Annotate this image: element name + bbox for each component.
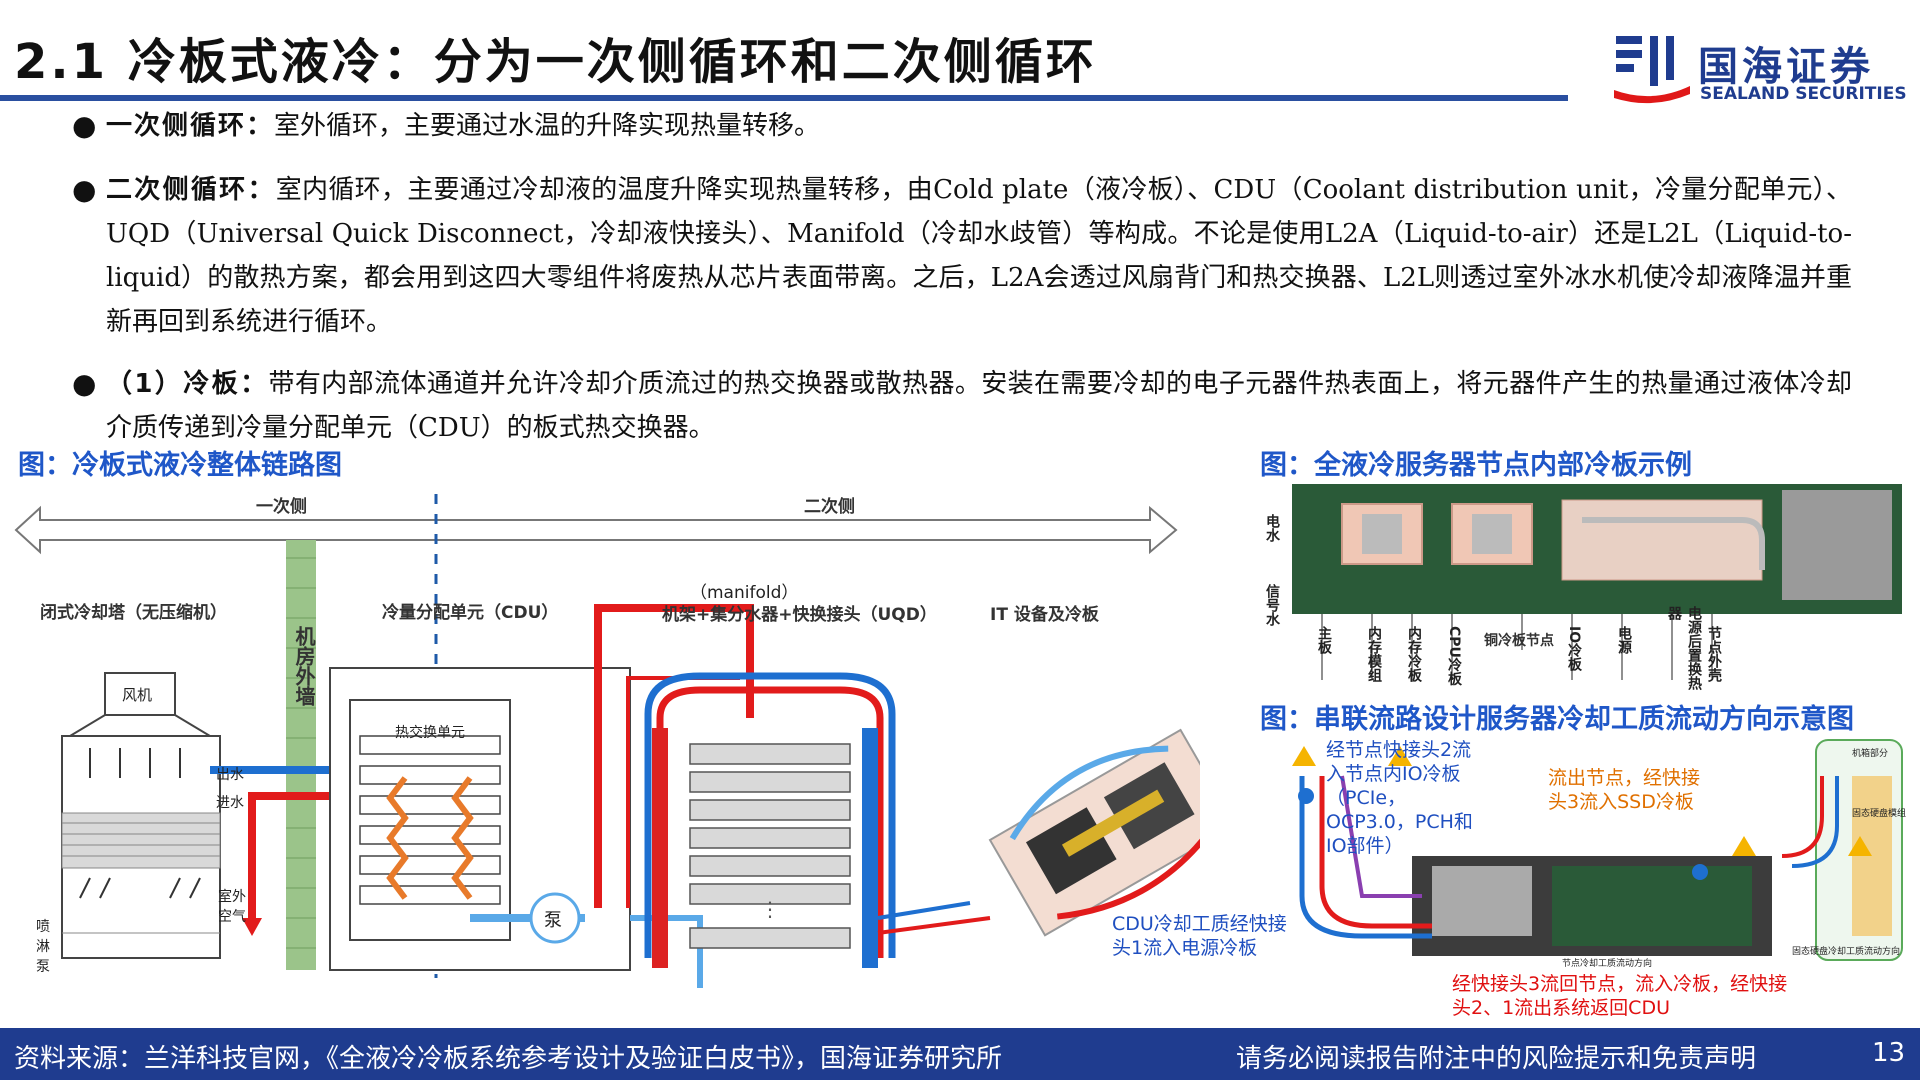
server-photo-graphic: [1262, 480, 1910, 690]
label-ssd-flow: 固态硬盘冷却工质流动方向: [1792, 947, 1901, 957]
note-ssd-inflow: 流出节点，经快接头3流入SSD冷板: [1548, 767, 1701, 813]
svg-text:⋮: ⋮: [760, 897, 780, 921]
label-outdoor-air: 室外空气: [218, 889, 246, 925]
company-logo: 国海证券 SEALAND SECURITIES: [1612, 30, 1912, 110]
label-node-housing: 节点外壳: [1706, 626, 1722, 682]
label-spray-pump: 喷淋泵: [36, 919, 50, 975]
figure-title-right-bottom: 图：串联流路设计服务器冷却工质流动方向示意图: [1260, 704, 1854, 735]
label-cdu: 冷量分配单元（CDU）: [382, 603, 559, 623]
label-node-flow: 节点冷却工质流动方向: [1562, 959, 1653, 969]
logo-text-en: SEALAND SECURITIES: [1700, 84, 1907, 104]
label-ssd-module: 固态硬盘模组: [1852, 809, 1907, 819]
serial-flow-diagram: 经节点快接头2流入节点内IO冷板（PCIe，OCP3.0，PCH和IO部件） 流…: [1112, 736, 1910, 1022]
logo-text-cn: 国海证券: [1698, 44, 1874, 90]
bullet-primary-loop: ● 一次侧循环：室外循环，主要通过水温的升降实现热量转移。: [72, 104, 1852, 148]
title-rule: [0, 95, 1568, 101]
bullet-dot: ●: [72, 109, 97, 142]
label-chassis: 机箱部分: [1852, 749, 1889, 759]
logo-mark-icon: [1614, 36, 1690, 104]
note-return-to-cdu: 经快接头3流回节点，流入冷板，经快接头2、1流出系统返回CDU: [1452, 973, 1788, 1019]
label-power-supply: 电源: [1616, 626, 1632, 654]
label-cooling-tower: 闭式冷却塔（无压缩机）: [40, 603, 227, 623]
bullet-dot: ●: [72, 367, 97, 400]
footer-source: 资料来源：兰洋科技官网，《全液冷冷板系统参考设计及验证白皮书》，国海证券研究所: [14, 1044, 1003, 1074]
note-io-cold-plate-inflow: 经节点快接头2流入节点内IO冷板（PCIe，OCP3.0，PCH和IO部件）: [1326, 739, 1473, 857]
label-wall: 机房外墙: [292, 626, 316, 706]
label-memory-cold-plate: 内存冷板: [1406, 626, 1422, 682]
label-copper-node: 铜冷板节点: [1484, 633, 1554, 649]
bullet-label: 二次侧循环：: [106, 175, 276, 205]
bullet-cold-plate: ● （1）冷板：带有内部流体通道并允许冷却介质流过的热交换器或散热器。安装在需要…: [72, 362, 1852, 450]
label-power-water: 电水: [1264, 514, 1280, 542]
label-memory-module: 内存模组: [1366, 626, 1382, 682]
label-primary-side: 一次侧: [256, 497, 307, 517]
bullet-label: 一次侧循环：: [106, 111, 275, 141]
label-fan: 风机: [122, 686, 153, 704]
label-water-in: 进水: [216, 795, 244, 811]
bullet-secondary-loop: ● 二次侧循环：室内循环，主要通过冷却液的温度升降实现热量转移，由Cold pl…: [72, 168, 1852, 344]
label-io-cold-plate: IO冷板: [1566, 626, 1582, 672]
label-rear-heat-exchanger: 电源后置换热器: [1666, 606, 1702, 690]
label-signal-water: 信号水: [1264, 584, 1280, 626]
label-it-equipment: IT 设备及冷板: [990, 605, 1099, 625]
figure-title-right-top: 图：全液冷服务器节点内部冷板示例: [1260, 450, 1692, 481]
footer-disclaimer: 请务必阅读报告附注中的风险提示和免责声明: [1236, 1044, 1757, 1074]
label-rack-uqd: 机架+集分水器+快换接头（UQD）: [662, 605, 937, 625]
cold-plate-chain-diagram: ⋮ 一次侧 二次侧 闭式冷却塔（无压缩机） 风机 出水 进水 室外空气 喷淋泵 …: [0, 478, 1200, 998]
bullet-text: 带有内部流体通道并允许冷却介质流过的热交换器或散热器。安装在需要冷却的电子元器件…: [106, 369, 1852, 443]
bullet-text: 室内循环，主要通过冷却液的温度升降实现热量转移，由Cold plate（液冷板）…: [106, 175, 1852, 337]
bullet-dot: ●: [72, 173, 97, 206]
page-number: 13: [1872, 1038, 1906, 1068]
page-title: 2.1 冷板式液冷：分为一次侧循环和二次侧循环: [14, 34, 1097, 90]
label-water-out: 出水: [216, 767, 244, 783]
label-cpu-cold-plate: CPU冷板: [1446, 626, 1462, 686]
label-motherboard: 主板: [1316, 626, 1332, 654]
label-secondary-side: 二次侧: [804, 497, 855, 517]
bullet-label: （1）冷板：: [106, 369, 269, 399]
diagram-graphic: ⋮: [14, 494, 1200, 988]
footer-bar: 资料来源：兰洋科技官网，《全液冷冷板系统参考设计及验证白皮书》，国海证券研究所 …: [0, 1028, 1920, 1080]
label-pump: 泵: [544, 910, 562, 931]
flow-diagram-graphic: [1292, 739, 1903, 961]
label-manifold: （manifold）: [690, 583, 799, 603]
server-node-cold-plate-photo: 电水 信号水 主板 内存模组 内存冷板 CPU冷板 铜冷板节点 IO冷板 电源 …: [1262, 480, 1910, 690]
note-cdu-inflow: CDU冷却工质经快接头1流入电源冷板: [1112, 913, 1287, 959]
label-heat-exchanger: 热交换单元: [395, 725, 465, 741]
bullet-text: 室外循环，主要通过水温的升降实现热量转移。: [274, 111, 821, 141]
figure-title-left: 图：冷板式液冷整体链路图: [18, 450, 342, 481]
